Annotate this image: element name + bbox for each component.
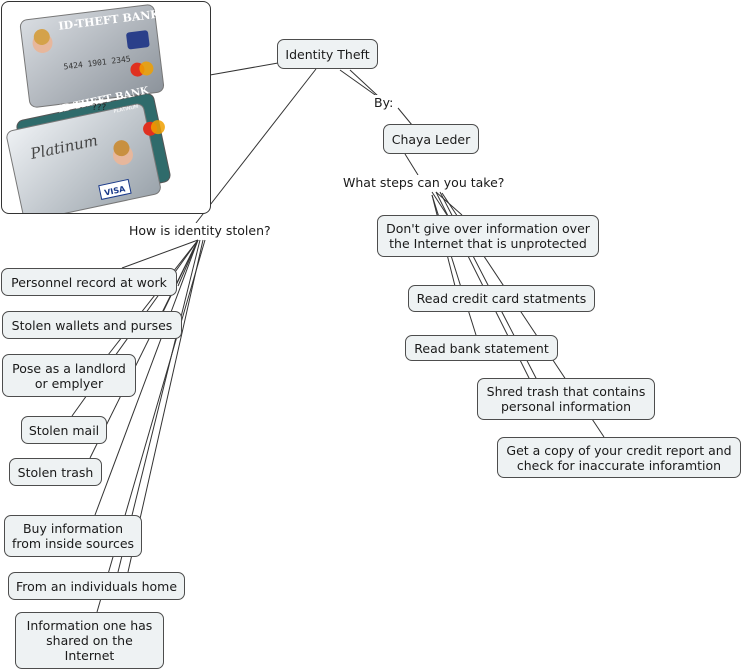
link-label-how: How is identity stolen? (127, 223, 273, 238)
question-marks: ??? (92, 103, 107, 113)
connector-root-how (195, 68, 317, 224)
credit-cards-image: ID-THEFT BANK 5424 1901 2345 ID-THEFT BA… (1, 1, 211, 214)
step-node[interactable]: Shred trash that contains personal infor… (477, 378, 655, 420)
way-node[interactable]: From an individuals home (8, 572, 185, 600)
way-node[interactable]: Buy information from inside sources (4, 515, 142, 557)
connector-how-w7b (127, 239, 204, 573)
link-label-steps: What steps can you take? (341, 175, 507, 190)
way-node[interactable]: Stolen wallets and purses (2, 311, 182, 339)
way-node[interactable]: Information one has shared on the Intern… (15, 612, 164, 669)
connector-steps-s1a (431, 191, 448, 216)
connector-by-author (397, 107, 413, 126)
way-node[interactable]: Stolen mail (21, 416, 107, 444)
connector-image-root (209, 62, 279, 76)
connector-how-w5 (89, 239, 199, 459)
connector-how-w6 (94, 239, 199, 516)
card2-brand: VISA (104, 184, 127, 197)
credit-cards-illustration: ID-THEFT BANK 5424 1901 2345 ID-THEFT BA… (6, 4, 171, 213)
way-node[interactable]: Pose as a landlord or emplyer (2, 354, 136, 397)
author-node[interactable]: Chaya Leder (383, 124, 479, 154)
connector-author-steps (404, 153, 419, 176)
link-label-by: By: (372, 95, 396, 110)
way-node[interactable]: Personnel record at work (1, 268, 177, 296)
step-node[interactable]: Get a copy of your credit report and che… (497, 437, 741, 478)
card2-tier: PLATINUM (113, 104, 139, 115)
step-node[interactable]: Don't give over information over the Int… (377, 215, 599, 257)
step-node[interactable]: Read credit card statments (408, 285, 595, 312)
way-node[interactable]: Stolen trash (9, 458, 102, 486)
step-node[interactable]: Read bank statement (405, 335, 558, 361)
connector-how-w1 (121, 239, 199, 269)
root-node[interactable]: Identity Theft (277, 39, 378, 69)
connector-root-by (339, 69, 379, 98)
connector-root-author-b (349, 69, 379, 97)
